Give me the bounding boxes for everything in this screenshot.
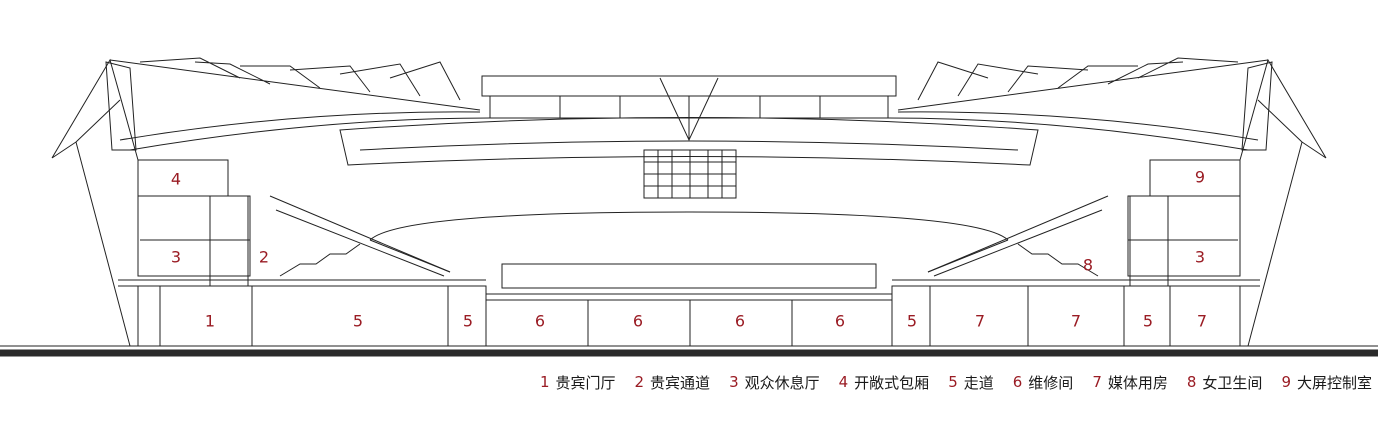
legend-label: 贵宾通道 — [650, 373, 711, 392]
legend: 1 贵宾门厅 2 贵宾通道 3 观众休息厅 4 开敞式包厢 5 走道 6 维修间 7 媒体用房… — [0, 362, 1378, 402]
legend-label: 维修间 — [1028, 373, 1074, 392]
legend-label: 媒体用房 — [1107, 373, 1168, 392]
legend-number: 4 — [838, 373, 849, 391]
legend-item: 2 贵宾通道 — [635, 372, 711, 393]
legend-number: 3 — [729, 373, 739, 391]
zone-label: 5 — [463, 312, 473, 331]
legend-label: 走道 — [963, 373, 994, 392]
field-structure — [486, 264, 892, 346]
legend-item: 7 媒体用房 — [1092, 372, 1168, 393]
legend-label: 开敞式包厢 — [854, 373, 930, 392]
central-roof-truss — [482, 76, 896, 140]
right-facade — [1240, 60, 1326, 346]
legend-number: 6 — [1012, 373, 1023, 391]
zone-label: 3 — [171, 248, 181, 267]
legend-label: 女卫生间 — [1202, 373, 1263, 392]
stadium-section-drawing: 4 3 2 1 5 5 6 6 6 6 5 7 7 5 7 8 3 9 — [0, 0, 1378, 360]
legend-item: 3 观众休息厅 — [729, 372, 820, 393]
left-facade — [52, 60, 138, 346]
legend-item: 5 走道 — [948, 372, 994, 393]
zone-label: 6 — [835, 312, 845, 331]
legend-item: 1 贵宾门厅 — [540, 372, 616, 393]
zone-label: 1 — [205, 312, 215, 331]
zone-label: 5 — [1143, 312, 1153, 331]
legend-number: 8 — [1186, 373, 1197, 391]
zone-label: 3 — [1195, 248, 1205, 267]
zone-label: 4 — [171, 170, 181, 189]
right-facade-panel — [1242, 62, 1272, 150]
zone-label: 7 — [1071, 312, 1081, 331]
zone-labels: 4 3 2 1 5 5 6 6 6 6 5 7 7 5 7 8 3 9 — [171, 168, 1207, 331]
zone-label: 7 — [1197, 312, 1207, 331]
zone-label: 6 — [535, 312, 545, 331]
ring-truss — [340, 118, 1038, 166]
left-stands — [270, 196, 450, 276]
legend-number: 5 — [948, 373, 958, 391]
arena-bowl — [370, 212, 1008, 272]
legend-number: 1 — [539, 373, 550, 391]
legend-label: 观众休息厅 — [744, 373, 820, 392]
legend-item: 9 大屏控制室 — [1281, 372, 1372, 393]
legend-number: 2 — [634, 373, 645, 391]
left-roof-fins — [110, 58, 490, 150]
zone-label: 9 — [1195, 168, 1205, 187]
legend-number: 9 — [1281, 373, 1291, 391]
right-roof-fins — [888, 58, 1268, 150]
legend-item: 6 维修间 — [1013, 372, 1074, 393]
zone-label: 5 — [907, 312, 917, 331]
zone-label: 8 — [1083, 256, 1093, 275]
legend-item: 8 女卫生间 — [1187, 372, 1263, 393]
left-facade-panel — [106, 62, 136, 150]
right-stands — [928, 196, 1108, 276]
legend-number: 7 — [1092, 373, 1102, 391]
zone-label: 6 — [633, 312, 643, 331]
legend-item: 4 开敞式包厢 — [839, 372, 930, 393]
ground-slab — [0, 350, 1378, 356]
zone-label: 7 — [975, 312, 985, 331]
zone-label: 5 — [353, 312, 363, 331]
legend-label: 大屏控制室 — [1296, 373, 1372, 392]
zone-label: 2 — [259, 248, 269, 267]
zone-label: 6 — [735, 312, 745, 331]
legend-label: 贵宾门厅 — [555, 373, 616, 392]
scoreboard — [644, 150, 736, 198]
